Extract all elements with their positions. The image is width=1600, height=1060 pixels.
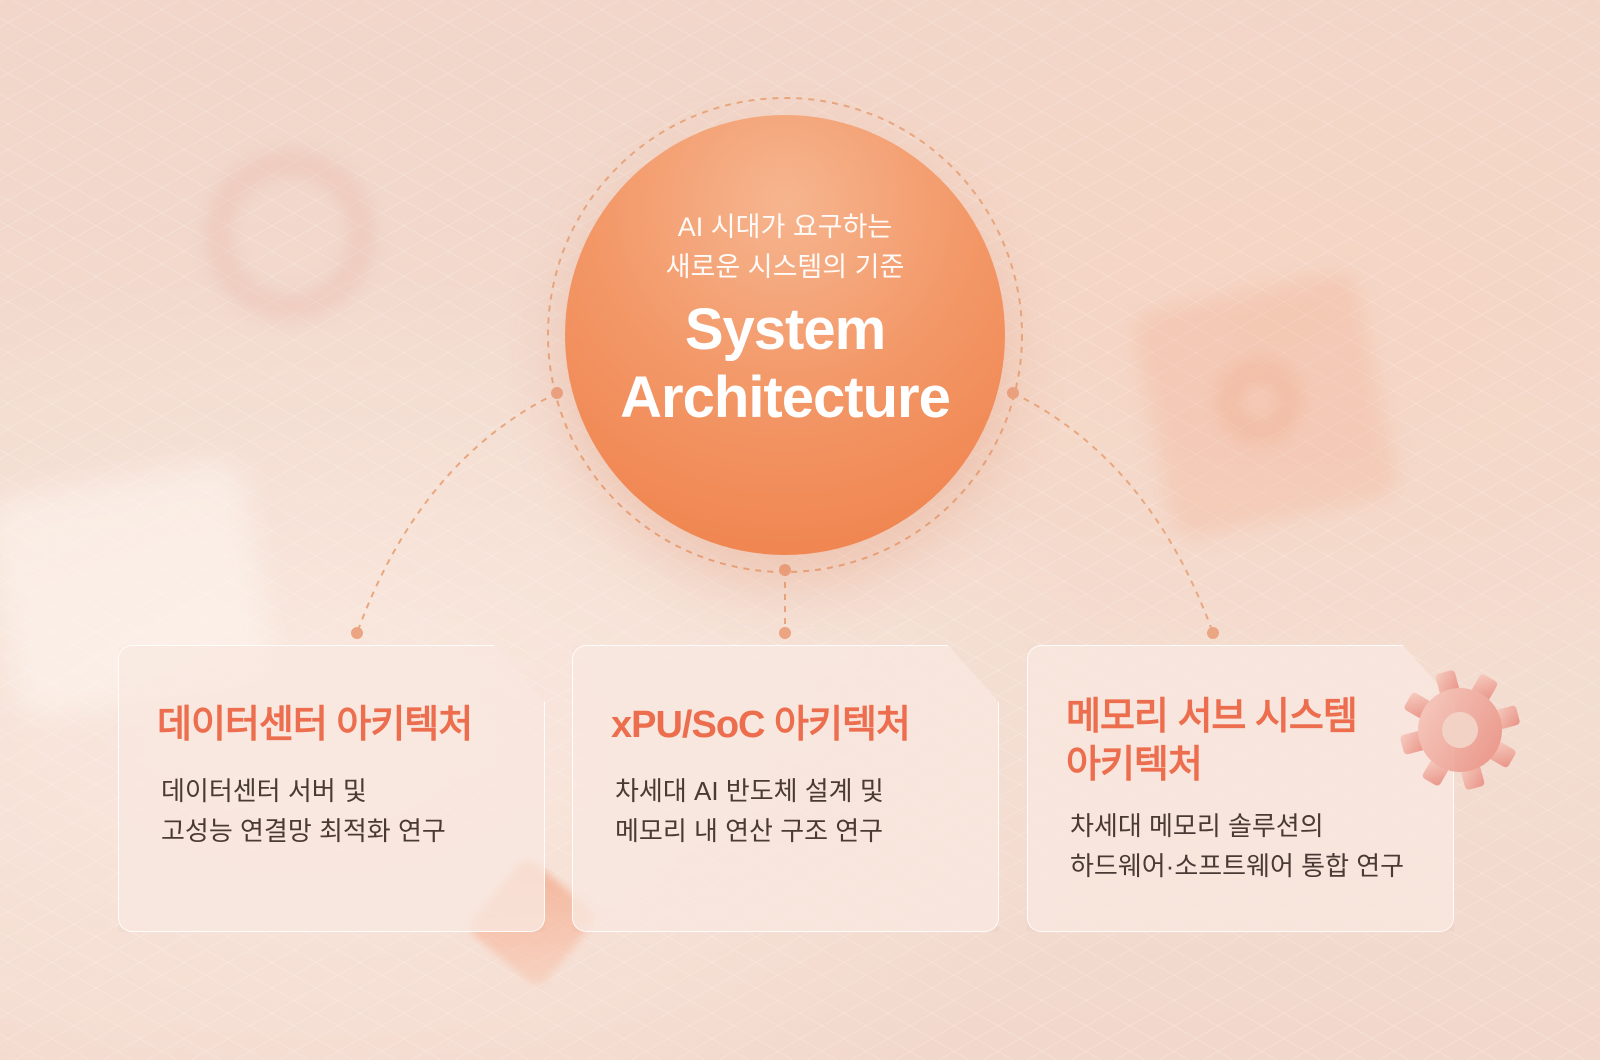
card-desc-line2: 고성능 연결망 최적화 연구 [161, 816, 446, 846]
card-title: 데이터센터 아키텍처 [157, 704, 473, 746]
hub-subtitle-line1: AI 시대가 요구하는 [677, 212, 893, 242]
connector-dot [351, 627, 363, 639]
connector-left [356, 392, 558, 634]
connector-right [1012, 392, 1214, 634]
card-datacenter-architecture: 데이터센터 아키텍처 데이터센터 서버 및 고성능 연결망 최적화 연구 [118, 645, 545, 932]
connector-dot [779, 627, 791, 639]
hub-circle: AI 시대가 요구하는 새로운 시스템의 기준 System Architect… [565, 115, 1005, 555]
connector-dot [1207, 627, 1219, 639]
card-desc-line1: 차세대 메모리 솔루션의 [1070, 811, 1324, 841]
card-desc-line2: 메모리 내 연산 구조 연구 [615, 816, 884, 846]
card-title-line1: 메모리 서브 시스템 [1066, 696, 1358, 738]
card-desc-line1: 차세대 AI 반도체 설계 및 [615, 776, 884, 806]
hub-title-line1: System [684, 297, 886, 362]
hub-subtitle-line2: 새로운 시스템의 기준 [665, 252, 905, 282]
card-memory-subsystem-architecture: 메모리 서브 시스템 아키텍처 차세대 메모리 솔루션의 하드웨어·소프트웨어 … [1027, 645, 1454, 932]
connector-dot [1007, 387, 1019, 399]
card-title-line2: 아키텍처 [1066, 744, 1203, 786]
card-desc-line1: 데이터센터 서버 및 [161, 776, 367, 806]
hub-title-line2: Architecture [620, 365, 951, 430]
card-title: xPU/SoC 아키텍처 [611, 704, 911, 746]
card-desc-line2: 하드웨어·소프트웨어 통합 연구 [1070, 851, 1405, 881]
connector-dot [779, 564, 791, 576]
gear-icon [1400, 670, 1520, 790]
connector-dot [551, 387, 563, 399]
card-xpu-soc-architecture: xPU/SoC 아키텍처 차세대 AI 반도체 설계 및 메모리 내 연산 구조… [572, 645, 999, 932]
